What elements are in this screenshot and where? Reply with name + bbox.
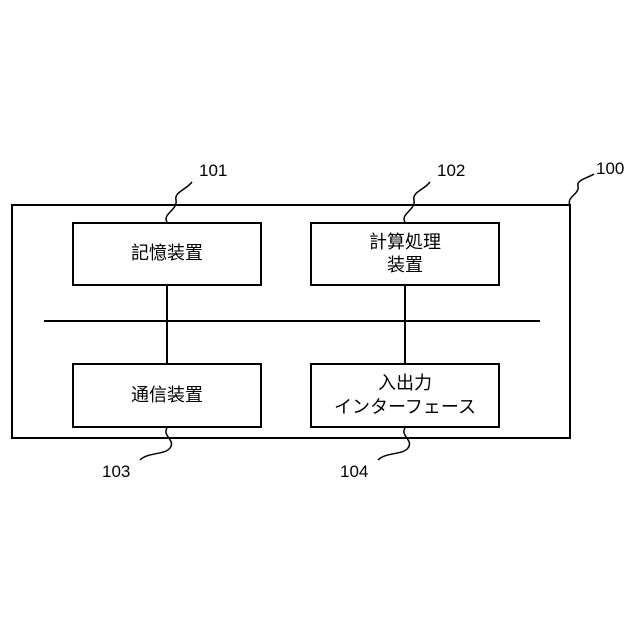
processor-label-line2: 装置	[387, 254, 423, 277]
ref-label-io: 104	[340, 463, 368, 480]
leader-104	[378, 428, 410, 460]
leader-103	[140, 428, 172, 460]
leader-102	[404, 182, 430, 222]
ref-label-system: 100	[596, 160, 624, 177]
io-interface-label-line1: 入出力	[378, 372, 432, 395]
ref-label-processor: 102	[437, 162, 465, 179]
communication-device-label: 通信装置	[131, 384, 203, 407]
communication-device-block: 通信装置	[72, 363, 262, 428]
processor-label-line1: 計算処理	[369, 231, 441, 254]
ref-label-communication: 103	[102, 463, 130, 480]
storage-device-block: 記憶装置	[72, 222, 262, 286]
io-interface-block: 入出力 インターフェース	[310, 363, 500, 428]
ref-label-storage: 101	[199, 162, 227, 179]
leader-100	[569, 174, 594, 205]
io-interface-label-line2: インターフェース	[334, 396, 476, 419]
storage-device-label: 記憶装置	[131, 242, 203, 265]
processor-block: 計算処理 装置	[310, 222, 500, 286]
leader-101	[166, 182, 192, 222]
